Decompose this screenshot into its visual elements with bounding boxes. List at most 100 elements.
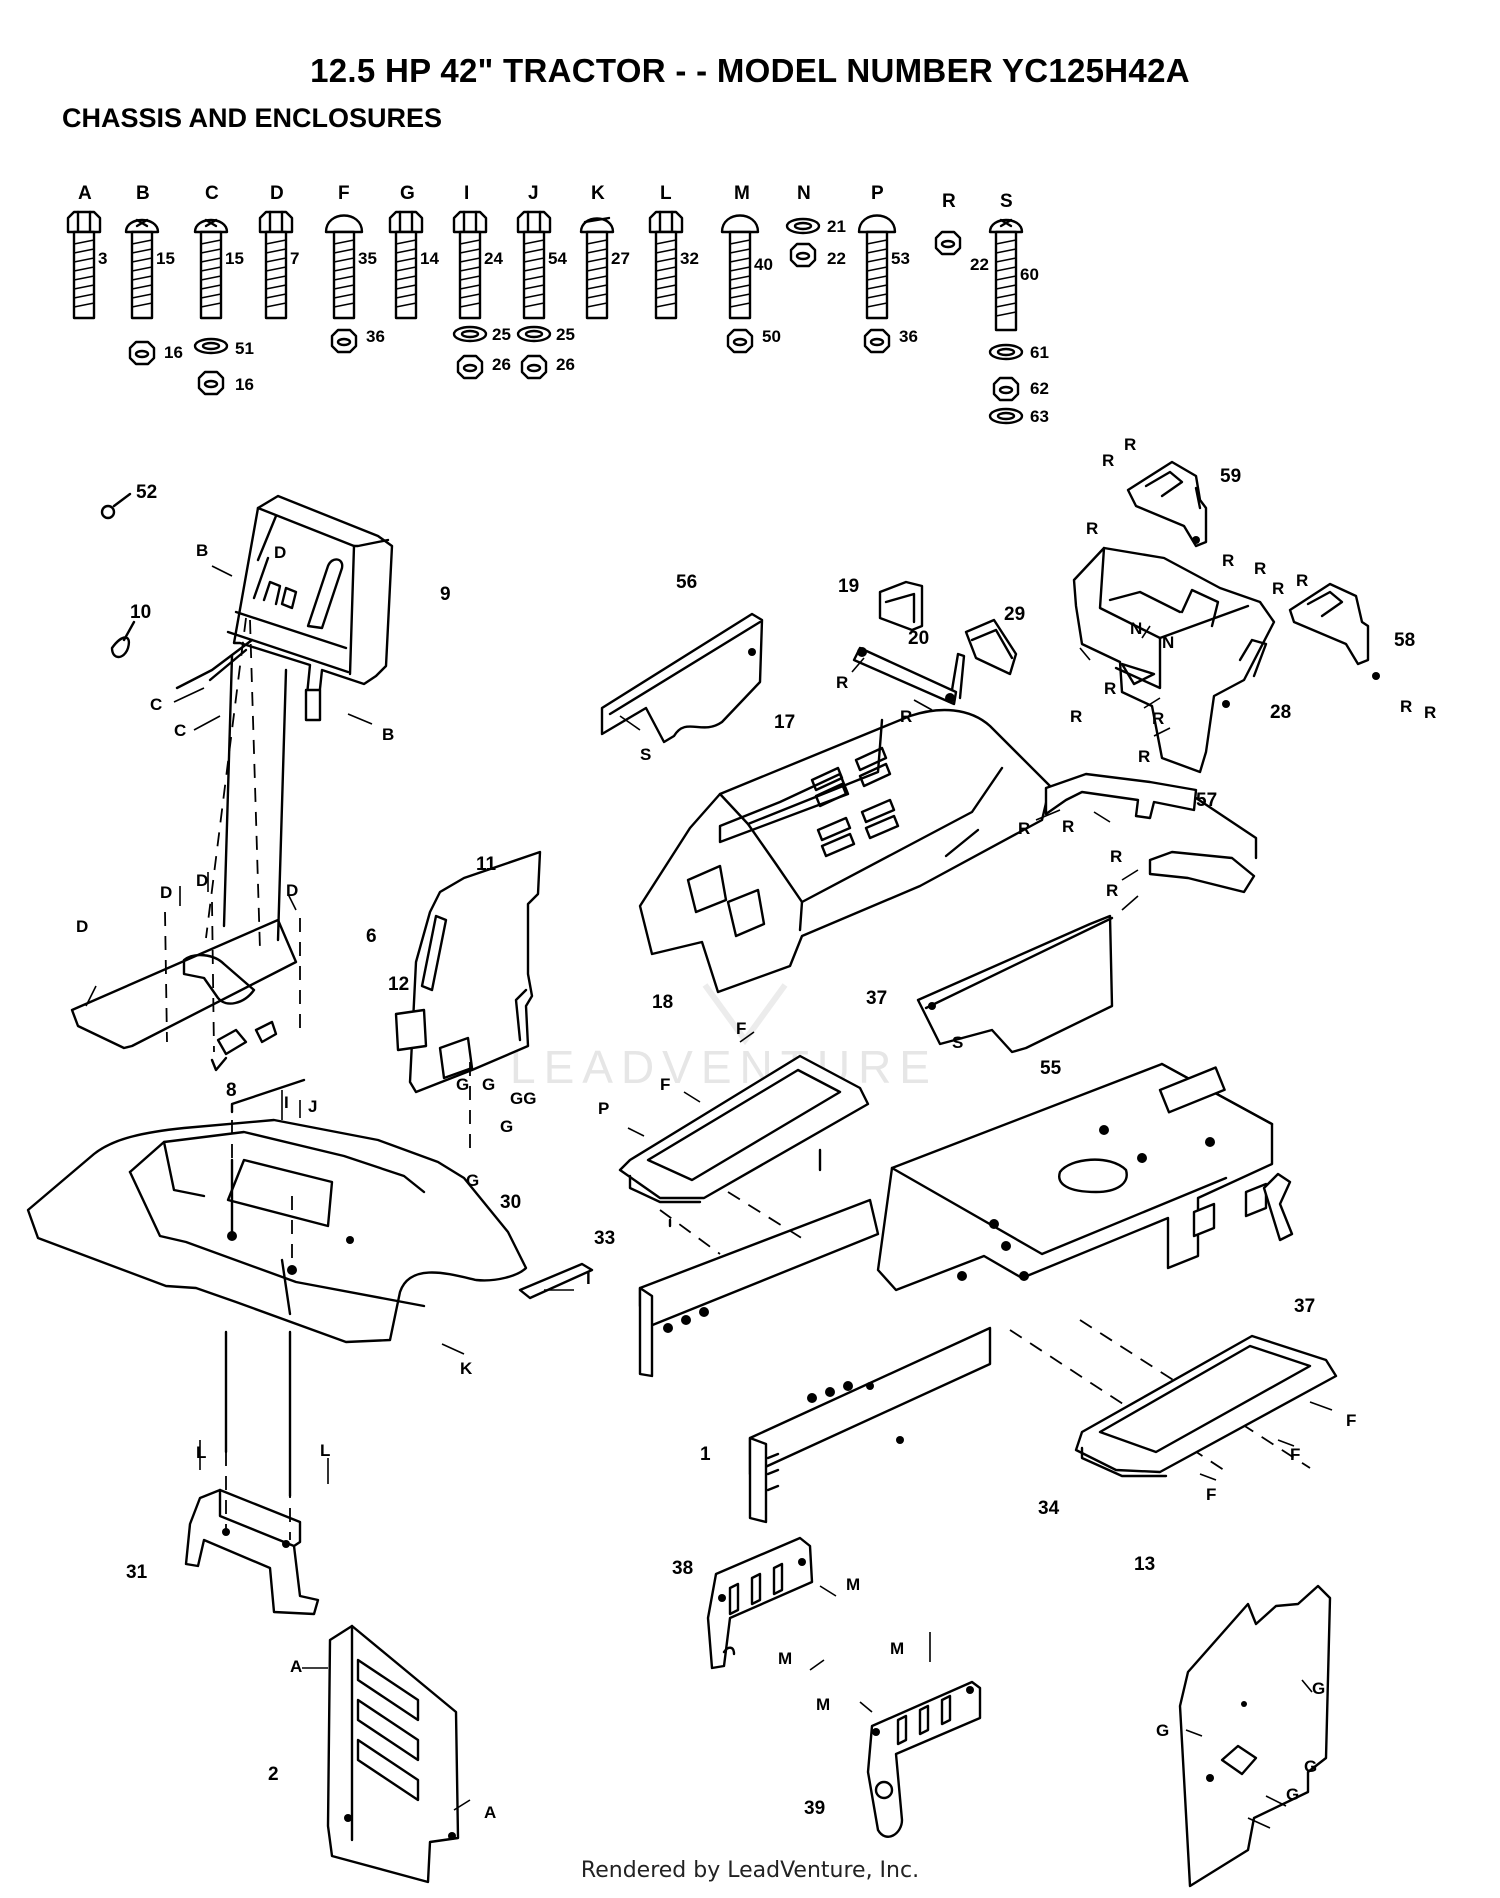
nut-16 bbox=[128, 340, 156, 366]
hardware-part-number: 36 bbox=[899, 327, 918, 346]
bolt-C bbox=[193, 218, 229, 320]
callout-hardware-R: R bbox=[836, 673, 848, 692]
nut-36 bbox=[330, 328, 358, 354]
part-20-bracket bbox=[852, 646, 966, 706]
callout-hardware-F: F bbox=[1206, 1485, 1216, 1504]
callout-hardware-N: N bbox=[1162, 633, 1174, 652]
washer-21 bbox=[785, 217, 821, 235]
hardware-part-number: 25 bbox=[556, 325, 575, 344]
bolt-F bbox=[324, 214, 364, 320]
hardware-letter-J: J bbox=[528, 183, 539, 204]
callout-hardware-F: F bbox=[1290, 1445, 1300, 1464]
part-57-bracket bbox=[1044, 772, 1258, 894]
hardware-part-number: 63 bbox=[1030, 407, 1049, 426]
callout-labels: 1268910111213171819202829303133343737383… bbox=[76, 435, 1436, 1822]
hardware-letter-D: D bbox=[270, 183, 284, 204]
callout-hardware-G: G bbox=[1312, 1679, 1325, 1698]
callout-hardware-K: K bbox=[460, 1359, 473, 1378]
callout-hardware-R: R bbox=[1272, 579, 1284, 598]
part-58-bracket bbox=[1288, 582, 1380, 680]
callout-part-39: 39 bbox=[804, 1798, 825, 1819]
hardware-letter-C: C bbox=[205, 183, 219, 204]
callout-hardware-R: R bbox=[1296, 571, 1308, 590]
part-9-dash-panel: D bbox=[175, 494, 394, 722]
hardware-letter-P: P bbox=[871, 183, 884, 204]
callout-hardware-L: L bbox=[196, 1443, 206, 1462]
hardware-letter-R: R bbox=[942, 191, 956, 212]
section-subtitle: CHASSIS AND ENCLOSURES bbox=[62, 103, 443, 133]
hardware-letter-B: B bbox=[136, 183, 150, 204]
svg-text:D: D bbox=[274, 543, 286, 562]
part-28-dash-housing bbox=[1072, 546, 1276, 774]
callout-part-52: 52 bbox=[136, 482, 157, 503]
part-13-side-panel bbox=[1178, 1584, 1332, 1888]
callout-part-13: 13 bbox=[1134, 1554, 1155, 1575]
part-17-hood bbox=[638, 708, 1052, 994]
part-34-footrest bbox=[1074, 1334, 1338, 1478]
callout-hardware-L: L bbox=[320, 1441, 330, 1460]
callout-hardware-B: B bbox=[382, 725, 394, 744]
hardware-letter-L: L bbox=[660, 183, 672, 204]
hardware-part-number: 26 bbox=[556, 355, 575, 374]
callout-hardware-J: J bbox=[308, 1097, 317, 1116]
callout-part-38: 38 bbox=[672, 1558, 693, 1579]
callout-hardware-G: G bbox=[1304, 1757, 1317, 1776]
callout-part-6: 6 bbox=[366, 926, 377, 947]
part-12-decal bbox=[394, 1008, 428, 1052]
render-credit: Rendered by LeadVenture, Inc. bbox=[580, 1858, 920, 1883]
hardware-part-number: 15 bbox=[156, 249, 175, 268]
callout-part-37: 37 bbox=[866, 988, 887, 1009]
bolt-P bbox=[857, 214, 897, 320]
callout-part-37: 37 bbox=[1294, 1296, 1315, 1317]
callout-hardware-I: I bbox=[586, 1269, 591, 1288]
part-1-frame bbox=[638, 1062, 1294, 1524]
callout-part-17: 17 bbox=[774, 712, 795, 733]
bolt-L bbox=[648, 210, 684, 320]
callout-hardware-R: R bbox=[1102, 451, 1114, 470]
bolt-B bbox=[124, 218, 160, 320]
hardware-part-number: 32 bbox=[680, 249, 699, 268]
callout-hardware-D: D bbox=[160, 883, 172, 902]
callout-hardware-R: R bbox=[1070, 707, 1082, 726]
hardware-letter-F: F bbox=[338, 183, 350, 204]
callout-hardware-R: R bbox=[1400, 697, 1412, 716]
callout-hardware-R: R bbox=[1104, 679, 1116, 698]
part-6-steering-plate bbox=[70, 918, 298, 1072]
part-2-hitch-plate bbox=[326, 1624, 460, 1884]
callout-part-9: 9 bbox=[440, 584, 451, 605]
callout-hardware-C: C bbox=[174, 721, 186, 740]
nut-22 bbox=[789, 242, 817, 268]
hardware-part-number: 22 bbox=[827, 249, 846, 268]
hardware-part-number: 24 bbox=[484, 249, 503, 268]
part-18-lenses bbox=[686, 864, 766, 938]
bolt-S bbox=[988, 218, 1024, 332]
hardware-part-number: 25 bbox=[492, 325, 511, 344]
washer-25 bbox=[516, 325, 552, 343]
part-59-bracket bbox=[1126, 460, 1208, 548]
callout-part-58: 58 bbox=[1394, 630, 1415, 651]
part-30-fender bbox=[26, 1118, 594, 1344]
callout-hardware-C: C bbox=[150, 695, 162, 714]
hardware-letter-S: S bbox=[1000, 191, 1013, 212]
callout-hardware-R: R bbox=[1152, 709, 1164, 728]
part-39-bracket bbox=[866, 1680, 982, 1838]
nut-16 bbox=[197, 370, 225, 396]
hardware-part-number: 54 bbox=[548, 249, 567, 268]
hardware-part-number: 14 bbox=[420, 249, 439, 268]
callout-hardware-R: R bbox=[1110, 847, 1122, 866]
callout-hardware-G: G bbox=[456, 1075, 469, 1094]
callout-hardware-F: F bbox=[736, 1019, 746, 1038]
leader-lines bbox=[85, 565, 1333, 1829]
washer-63 bbox=[988, 407, 1024, 425]
hardware-part-number: 27 bbox=[611, 249, 630, 268]
callout-hardware-D: D bbox=[196, 871, 208, 890]
nut-36 bbox=[863, 328, 891, 354]
bolt-I bbox=[452, 210, 488, 320]
callout-hardware-D: D bbox=[286, 881, 298, 900]
callout-part-8: 8 bbox=[226, 1080, 237, 1101]
callout-part-11: 11 bbox=[476, 854, 497, 875]
callout-hardware-F: F bbox=[660, 1075, 670, 1094]
washer-25 bbox=[452, 325, 488, 343]
hardware-part-number: 15 bbox=[225, 249, 244, 268]
